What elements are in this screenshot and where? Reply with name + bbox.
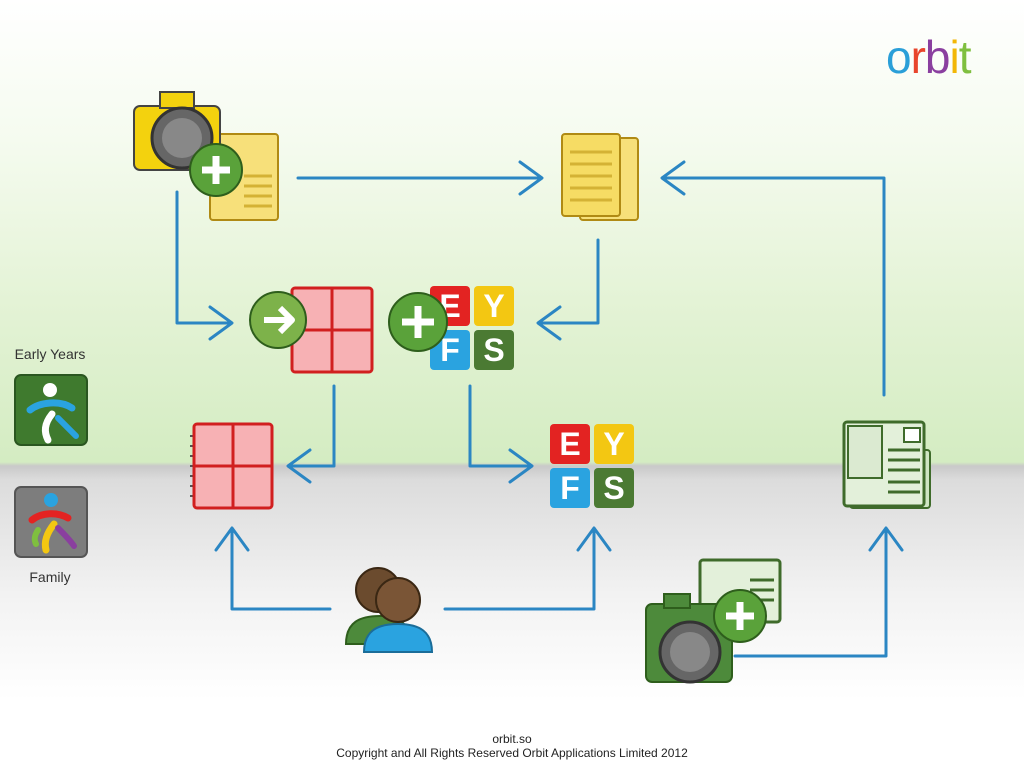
arrow-parents-to-eyfs <box>443 528 596 611</box>
eyfs-plus-icon: E Y F S <box>386 284 518 376</box>
eyfs-tile-s: S <box>474 330 514 370</box>
logo-letter-i: i <box>949 31 960 83</box>
eyfs-tile-f: F <box>550 468 590 508</box>
logo-letter-t: t <box>958 31 972 83</box>
arrow-camera-to-report <box>733 528 888 658</box>
camera-plus-note-icon <box>133 91 279 221</box>
arrow-parents-to-notebook <box>230 528 332 611</box>
arrow-camera-to-notebook <box>175 190 232 325</box>
arrow-documents-to-eyfs <box>538 238 600 325</box>
green-camera-plus-icon <box>645 558 782 684</box>
eyfs-tile-s: S <box>594 468 634 508</box>
orbit-logo: orbit <box>886 30 972 84</box>
eyfs-tile-y: Y <box>474 286 514 326</box>
early-years-label: Early Years <box>14 346 86 362</box>
arrow-eyfs-down <box>468 384 532 468</box>
green-report-icon <box>842 420 931 509</box>
arrow-report-to-documents <box>662 176 886 397</box>
early-years-app-icon[interactable] <box>14 374 88 446</box>
footer-site: orbit.so <box>492 732 532 746</box>
logo-letter-r: r <box>910 31 926 83</box>
family-label: Family <box>29 569 71 585</box>
plus-icon <box>388 292 448 352</box>
documents-icon <box>561 133 639 221</box>
logo-letter-o: o <box>886 31 912 83</box>
eyfs-tile-y: Y <box>594 424 634 464</box>
parents-icon <box>344 567 434 653</box>
arrow-notebook-icon <box>249 286 374 374</box>
logo-letter-b: b <box>924 31 951 83</box>
notebook-icon <box>190 422 274 510</box>
arrow-notebook-down <box>288 384 336 468</box>
footer-copyright: Copyright and All Rights Reserved Orbit … <box>336 746 688 760</box>
eyfs-tile-e: E <box>550 424 590 464</box>
family-app-icon[interactable] <box>14 486 88 558</box>
eyfs-icon: E Y F S <box>548 422 638 512</box>
